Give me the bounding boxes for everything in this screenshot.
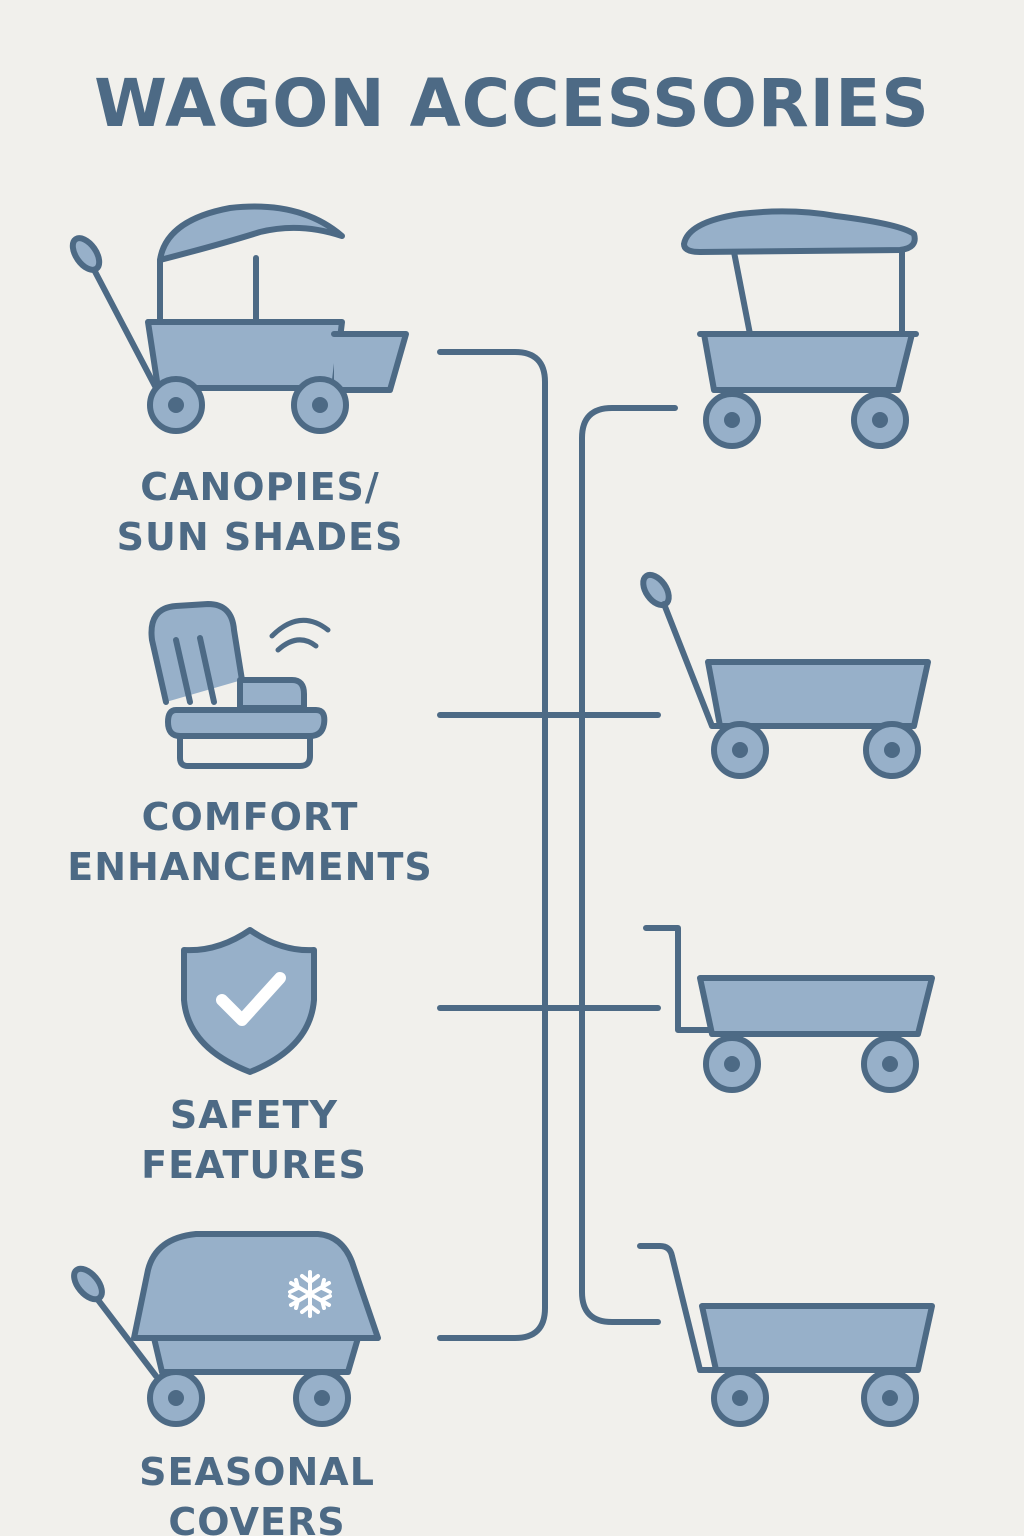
label-line: CANOPIES/	[140, 465, 380, 509]
label-line: COVERS	[168, 1500, 346, 1536]
hooked-handle-wagon-icon	[637, 1243, 935, 1427]
label-safety-features: SAFETY FEATURES	[54, 1090, 454, 1190]
push-bar-wagon-icon	[643, 925, 935, 1093]
shield-check-icon	[181, 927, 317, 1075]
connector-right-trunk	[579, 405, 678, 1325]
label-canopies-sun-shades: CANOPIES/ SUN SHADES	[60, 462, 460, 562]
canopy-wagon-icon	[69, 203, 409, 434]
page-title: WAGON ACCESSORIES	[94, 65, 930, 142]
label-line: SAFETY	[169, 1093, 339, 1137]
label-line: COMFORT	[141, 795, 359, 839]
label-line: SUN SHADES	[116, 515, 404, 559]
connector-lines	[437, 349, 678, 1341]
label-line: FEATURES	[141, 1143, 367, 1187]
connector-left-trunk	[437, 349, 548, 1341]
snowflake-icon	[288, 1270, 332, 1318]
label-comfort-enhancements: COMFORT ENHANCEMENTS	[40, 792, 460, 892]
pull-handle-wagon-icon	[640, 571, 931, 779]
padded-seat-icon	[148, 601, 331, 769]
label-line: SEASONAL	[139, 1450, 375, 1494]
label-line: ENHANCEMENTS	[67, 845, 433, 889]
covered-wagon-snowflake-icon	[71, 1231, 381, 1427]
label-seasonal-covers: SEASONAL COVERS	[57, 1447, 457, 1536]
right-canopy-wagon-icon	[681, 208, 919, 449]
